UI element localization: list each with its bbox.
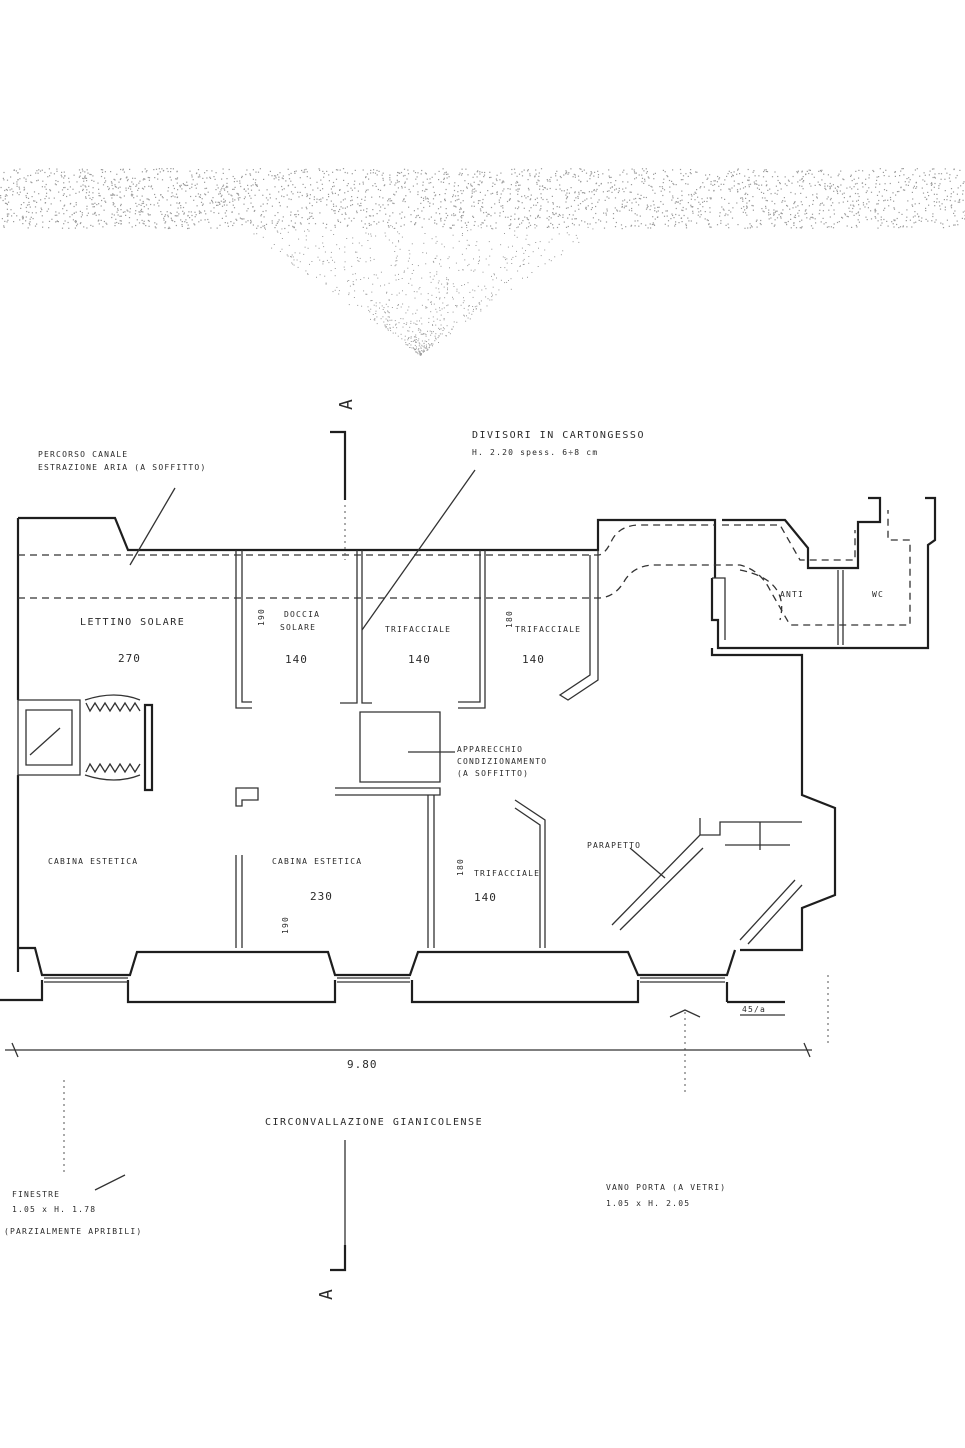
note-vano-porta-2: 1.05 x H. 2.05 (606, 1199, 690, 1208)
section-mark-top: A (336, 398, 357, 410)
room-trifacciale-2-depth: 180 (505, 610, 514, 628)
note-divisori-1: DIVISORI IN CARTONGESSO (472, 430, 645, 441)
room-trifacciale-1-width: 140 (408, 653, 431, 666)
interior-partitions (17, 550, 844, 948)
room-trifacciale-3: TRIFACCIALE (474, 869, 540, 878)
room-doccia-1: DOCCIA (284, 610, 320, 619)
leader-lines (94, 469, 666, 1191)
section-line (63, 430, 829, 1272)
section-mark-bottom: A (316, 1288, 337, 1300)
room-trifacciale-1: TRIFACCIALE (385, 625, 451, 634)
room-doccia-depth: 190 (257, 608, 266, 626)
room-lettino-solare: LETTINO SOLARE (80, 617, 185, 628)
room-anti: ANTI (780, 590, 804, 599)
room-cabina-2-depth: 190 (281, 916, 290, 934)
dimension-ref: 45/a (742, 1005, 766, 1014)
room-trifacciale-3-depth: 180 (456, 858, 465, 876)
room-cabina-2-area: 230 (310, 890, 333, 903)
note-finestre-2: 1.05 x H. 1.78 (12, 1205, 96, 1214)
note-apparecchio-3: (A SOFFITTO) (457, 769, 529, 778)
room-doccia-2: SOLARE (280, 623, 316, 632)
note-finestre-1: FINESTRE (12, 1190, 60, 1199)
dimension-overall: 9.80 (347, 1058, 378, 1071)
note-apparecchio-2: CONDIZIONAMENTO (457, 757, 547, 766)
room-cabina-estetica-2: CABINA ESTETICA (272, 857, 362, 866)
room-wc: WC (872, 590, 884, 599)
street-name: CIRCONVALLAZIONE GIANICOLENSE (265, 1117, 483, 1128)
room-trifacciale-2-width: 140 (522, 653, 545, 666)
note-vano-porta-1: VANO PORTA (A VETRI) (606, 1183, 726, 1192)
room-trifacciale-2: TRIFACCIALE (515, 625, 581, 634)
note-percorso-2: ESTRAZIONE ARIA (A SOFFITTO) (38, 463, 206, 472)
note-apparecchio-1: APPARECCHIO (457, 745, 523, 754)
duct-path-dashed (18, 510, 911, 626)
scan-noise (0, 168, 965, 356)
room-lettino-area: 270 (118, 652, 141, 665)
note-parapetto: PARAPETTO (587, 841, 641, 850)
note-percorso-1: PERCORSO CANALE (38, 450, 128, 459)
note-finestre-3: (PARZIALMENTE APRIBILI) (4, 1227, 142, 1236)
room-cabina-estetica-1: CABINA ESTETICA (48, 857, 138, 866)
room-doccia-width: 140 (285, 653, 308, 666)
overall-dimension-line (5, 1014, 812, 1058)
room-trifacciale-3-width: 140 (474, 891, 497, 904)
note-divisori-2: H. 2.20 spess. 6÷8 cm (472, 448, 598, 457)
